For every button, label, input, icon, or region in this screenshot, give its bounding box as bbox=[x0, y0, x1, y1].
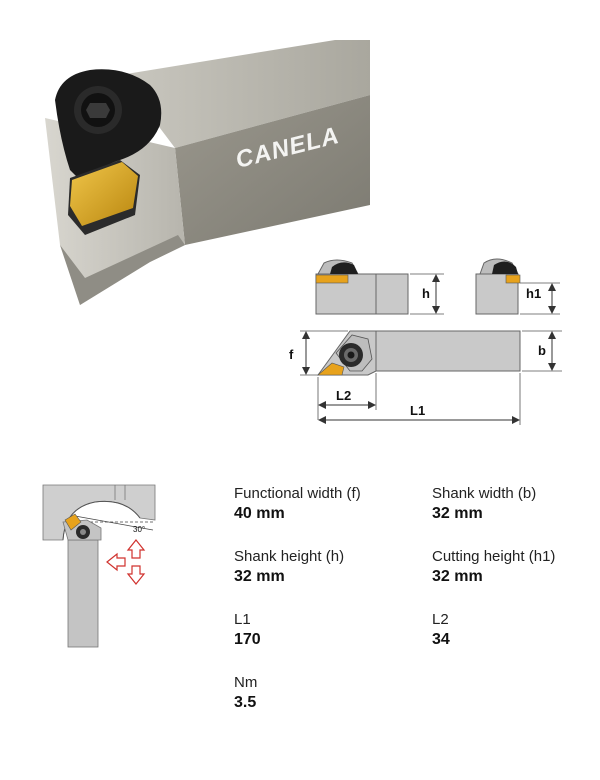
dim-label-L1: L1 bbox=[410, 403, 425, 418]
dim-label-h: h bbox=[422, 286, 430, 301]
spec-label-nm: Nm bbox=[234, 674, 258, 691]
dimension-diagram: h h1 b f L2 L1 bbox=[289, 258, 562, 425]
dim-label-f: f bbox=[289, 347, 294, 362]
spec-label-shank-height: Shank height (h) bbox=[234, 548, 345, 565]
spec-value-cutting-height: 32 mm bbox=[432, 568, 483, 585]
spec-value-functional-width: 40 mm bbox=[234, 505, 285, 522]
spec-value-l2: 34 bbox=[432, 631, 450, 648]
spec-value-l1: 170 bbox=[234, 631, 261, 648]
spec-label-shank-width: Shank width (b) bbox=[432, 485, 537, 502]
spec-label-l2: L2 bbox=[432, 611, 449, 628]
spec-value-shank-width: 32 mm bbox=[432, 505, 483, 522]
application-diagram: 30° bbox=[42, 484, 156, 648]
spec-label-cutting-height: Cutting height (h1) bbox=[432, 548, 556, 565]
feed-direction-icon bbox=[106, 539, 146, 585]
dim-label-L2: L2 bbox=[336, 388, 351, 403]
spec-label-l1: L1 bbox=[234, 611, 251, 628]
spec-label-functional-width: Functional width (f) bbox=[234, 485, 361, 502]
angle-label: 30° bbox=[133, 525, 145, 534]
carbide-insert bbox=[68, 160, 140, 235]
clamp-screw bbox=[55, 69, 162, 185]
dim-label-h1: h1 bbox=[526, 286, 541, 301]
spec-value-shank-height: 32 mm bbox=[234, 568, 285, 585]
spec-value-nm: 3.5 bbox=[234, 694, 257, 711]
product-photo: CANELA bbox=[45, 40, 370, 305]
dim-label-b: b bbox=[538, 343, 546, 358]
